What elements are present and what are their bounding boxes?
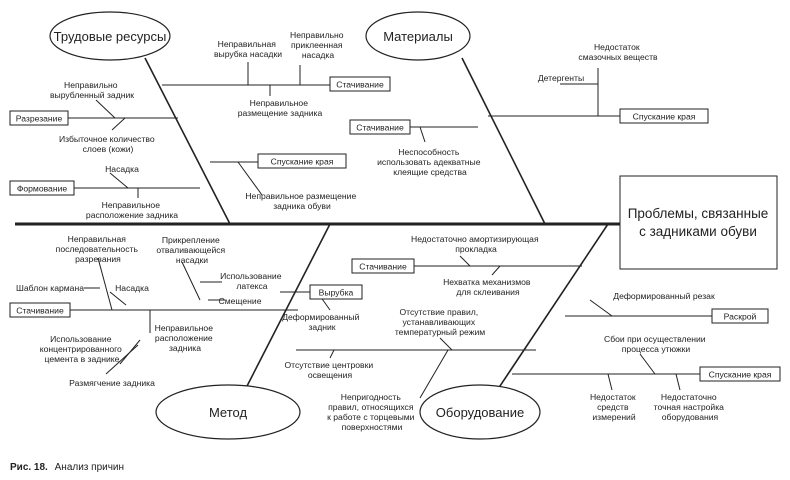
materials-cause-2: Детергенты bbox=[538, 73, 584, 83]
method-cause-10: Размягчение задника bbox=[69, 378, 155, 388]
bone-method bbox=[244, 223, 331, 391]
svg-text:Материалы: Материалы bbox=[383, 29, 453, 44]
bone-labor bbox=[144, 57, 231, 225]
equipment-cause-2: Нехватка механизмов для склеивания bbox=[443, 277, 533, 297]
equipment-causes: Стачивание Раскрой Спускание края Недост… bbox=[284, 234, 781, 432]
effect-box: Проблемы, связанные с задниками обуви bbox=[619, 175, 778, 270]
equipment-cause-4: Отсутствие центровки освещения bbox=[284, 360, 375, 380]
labor-cause-4: Неправильно вырубленный задник bbox=[50, 80, 134, 100]
labor-cause-3: Неправильное размещение задника bbox=[238, 98, 323, 118]
method-cause-7: Деформированный задник bbox=[282, 312, 362, 332]
method-tag-punch: Вырубка bbox=[309, 284, 363, 300]
svg-text:Раскрой: Раскрой bbox=[724, 312, 757, 322]
method-cause-4: Смещение bbox=[219, 296, 262, 306]
method-cause-6: Насадка bbox=[115, 283, 149, 293]
equipment-tag-lasting: Спускание края bbox=[699, 366, 781, 382]
method-cause-3: Использование латекса bbox=[220, 271, 284, 291]
labor-tag-sewing: Стачивание bbox=[329, 76, 391, 92]
method-tag-sewing: Стачивание bbox=[9, 302, 71, 318]
equipment-cause-7: Сбои при осуществлении процесса утюжки bbox=[604, 334, 708, 354]
equipment-cause-3: Отсутствие правил, устанавливающих темпе… bbox=[395, 307, 485, 337]
svg-text:Стачивание: Стачивание bbox=[356, 123, 404, 133]
figure-caption: Рис. 18. Анализ причин bbox=[10, 462, 124, 473]
svg-text:Метод: Метод bbox=[209, 405, 248, 420]
category-method: Метод bbox=[155, 384, 301, 440]
caption-label: Рис. 18. bbox=[10, 462, 48, 473]
materials-tag-lasting: Спускание края bbox=[619, 108, 709, 124]
materials-cause-3: Неспособность использовать адекватные кл… bbox=[377, 147, 483, 177]
method-cause-5: Шаблон кармана bbox=[16, 283, 84, 293]
labor-causes: Стачивание Разрезание Спускание края Фор… bbox=[9, 30, 391, 220]
method-causes: Стачивание Вырубка Неправильная последов… bbox=[9, 234, 363, 388]
category-equipment: Оборудование bbox=[419, 384, 541, 440]
equipment-cause-8: Недостаток средств измерений bbox=[590, 392, 638, 422]
effect-line-2: с задниками обуви bbox=[639, 224, 757, 239]
labor-cause-8: Неправильное размещение задника обуви bbox=[245, 191, 358, 211]
method-cause-8: Неправильное расположение задника bbox=[155, 323, 216, 353]
labor-tag-cutting: Разрезание bbox=[9, 110, 69, 126]
svg-text:Спускание края: Спускание края bbox=[709, 370, 772, 380]
labor-cause-6: Насадка bbox=[105, 164, 139, 174]
svg-text:Формование: Формование bbox=[17, 184, 68, 194]
svg-text:Оборудование: Оборудование bbox=[436, 405, 524, 420]
svg-text:Спускание края: Спускание края bbox=[633, 112, 696, 122]
method-cause-1: Неправильная последовательность разрезан… bbox=[56, 234, 141, 264]
category-materials: Материалы bbox=[365, 11, 471, 61]
labor-cause-2: Неправильно приклеенная насадка bbox=[290, 30, 346, 60]
labor-tag-forming: Формование bbox=[9, 180, 75, 196]
caption-text: Анализ причин bbox=[55, 462, 124, 473]
svg-text:Спускание края: Спускание края bbox=[271, 157, 334, 167]
svg-text:Стачивание: Стачивание bbox=[16, 306, 64, 316]
labor-cause-1: Неправильная вырубка насадки bbox=[214, 39, 282, 59]
method-cause-9: Использование концентрированного цемента… bbox=[40, 334, 124, 364]
materials-causes: Спускание края Стачивание Недостаток сма… bbox=[349, 42, 709, 177]
equipment-tag-sewing: Стачивание bbox=[351, 258, 415, 274]
method-cause-2: Прикрепление отваливающейся насадки bbox=[156, 235, 227, 265]
equipment-tag-cutting: Раскрой bbox=[711, 308, 769, 324]
bone-equipment bbox=[491, 223, 609, 399]
equipment-cause-9: Недостаточно точная настройка оборудован… bbox=[654, 392, 727, 422]
svg-text:Разрезание: Разрезание bbox=[16, 114, 63, 124]
svg-text:Вырубка: Вырубка bbox=[319, 288, 354, 298]
materials-tag-sewing: Стачивание bbox=[349, 119, 411, 135]
equipment-cause-1: Недостаточно амортизирующая прокладка bbox=[411, 234, 541, 254]
effect-line-1: Проблемы, связанные bbox=[628, 206, 769, 221]
labor-cause-5: Избыточное количество слоев (кожи) bbox=[59, 134, 157, 154]
svg-text:Трудовые ресурсы: Трудовые ресурсы bbox=[54, 29, 167, 44]
equipment-cause-6: Деформированный резак bbox=[613, 291, 715, 301]
category-labor: Трудовые ресурсы bbox=[49, 11, 171, 61]
labor-cause-7: Неправильное расположение задника bbox=[86, 200, 178, 220]
equipment-cause-5: Непригодность правил, относящихся к рабо… bbox=[327, 392, 417, 432]
labor-tag-lasting: Спускание края bbox=[257, 153, 347, 169]
svg-text:Стачивание: Стачивание bbox=[359, 262, 407, 272]
bone-materials bbox=[461, 57, 546, 225]
svg-text:Стачивание: Стачивание bbox=[336, 80, 384, 90]
materials-cause-1: Недостаток смазочных веществ bbox=[578, 42, 658, 62]
